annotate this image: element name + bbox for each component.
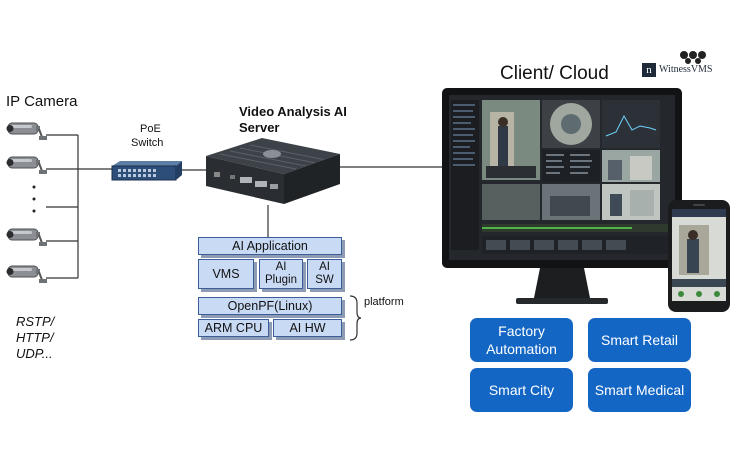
app-label-smart-retail: Smart Retail: [600, 332, 679, 348]
server-box-icon: [206, 138, 340, 204]
camera-icon: [6, 265, 48, 284]
protocol-label-udp: UDP...: [16, 346, 53, 361]
app-box-smart-retail: Smart Retail: [588, 318, 691, 362]
camera-icon: [6, 156, 48, 175]
poe-switch-icon: [111, 161, 182, 181]
ai-plugin-line2: Plugin: [265, 274, 297, 286]
platform-label: platform: [364, 296, 404, 308]
app-box-smart-medical: Smart Medical: [588, 368, 691, 412]
switch-label-line2: Switch: [131, 137, 164, 149]
camera-icon-group: [6, 122, 48, 284]
protocol-label-http: HTTP/: [16, 330, 54, 345]
hexagon-logo-icon: [680, 51, 706, 64]
app-label-smart-medical: Smart Medical: [594, 382, 685, 398]
app-box-smart-city: Smart City: [470, 368, 573, 412]
ai-plugin-line1: AI: [275, 261, 287, 273]
vms-block: VMS: [198, 259, 254, 289]
smartphone-icon: [668, 200, 730, 312]
ai-application-block: AI Application: [198, 237, 342, 255]
openpf-linux-block: OpenPF(Linux): [198, 297, 342, 315]
ip-camera-title: IP Camera: [6, 93, 78, 110]
ai-sw-line2: SW: [315, 274, 334, 286]
ai-hw-block: AI HW: [273, 319, 342, 337]
switch-label-line1: PoE: [140, 123, 161, 135]
logo-text: WitnessVMS: [659, 64, 713, 75]
camera-icon: [6, 122, 48, 141]
monitor-icon: [442, 88, 682, 304]
arm-cpu-block: ARM CPU: [198, 319, 269, 337]
ai-sw-line1: AI: [319, 261, 330, 273]
server-label-line2: Server: [239, 120, 280, 135]
app-label-factory-line1: Factory: [498, 323, 545, 339]
witnessvms-logo: n WitnessVMS: [640, 49, 722, 81]
ai-sw-block: AI SW: [307, 259, 342, 289]
app-label-smart-city: Smart City: [488, 382, 555, 398]
logo-letter: n: [646, 64, 652, 76]
logo-letter-box: n: [642, 63, 656, 77]
ai-plugin-block: AI Plugin: [259, 259, 303, 289]
server-label-line1: Video Analysis AI: [239, 104, 347, 119]
app-label-factory-line2: Automation: [486, 341, 557, 357]
client-cloud-title: Client/ Cloud: [500, 63, 609, 84]
app-box-factory-automation: Factory Automation: [470, 318, 573, 362]
camera-icon: [6, 228, 48, 247]
protocol-label-rstp: RSTP/: [16, 314, 55, 329]
